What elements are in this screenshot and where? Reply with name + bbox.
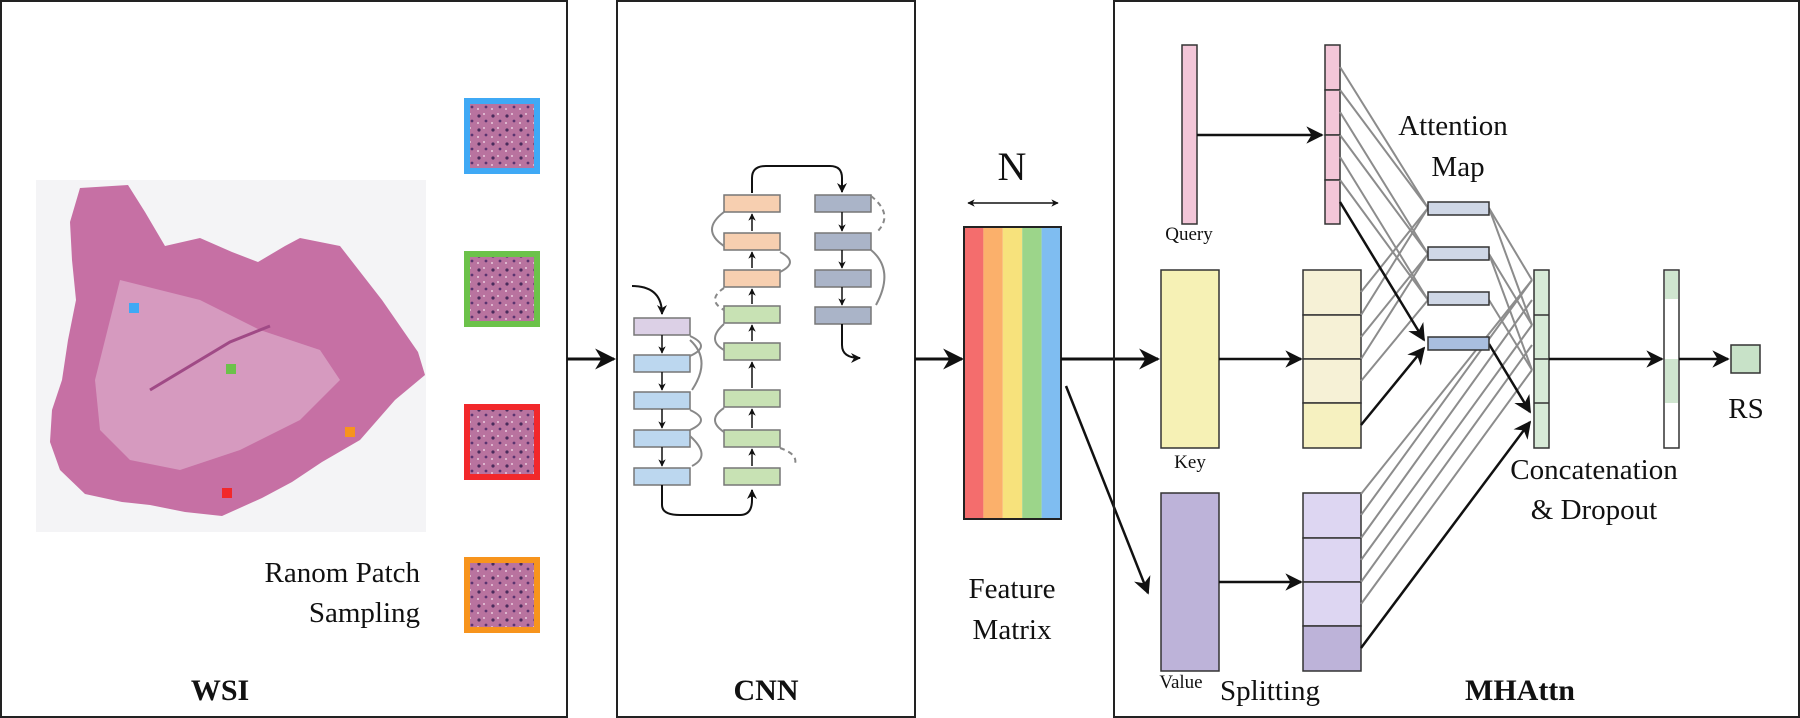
cnn-block xyxy=(814,194,872,213)
query-label: Query xyxy=(1165,224,1213,245)
sample-marker-blue xyxy=(129,303,139,313)
cnn-block xyxy=(814,269,872,288)
sample-marker-orange xyxy=(345,427,355,437)
wsi-title: WSI xyxy=(191,674,249,707)
cnn-block xyxy=(723,232,781,251)
feature-dimension-label: N xyxy=(998,144,1027,189)
concat-label-line1: Concatenation xyxy=(1510,454,1678,486)
feature-label-line1: Feature xyxy=(969,573,1056,605)
cnn-panel: CNN xyxy=(616,0,916,718)
sampling-label-line1: Ranom Patch xyxy=(265,557,421,589)
rs-output xyxy=(1730,344,1761,374)
cnn-block xyxy=(633,317,691,336)
sample-marker-green xyxy=(226,364,236,374)
splitting-label: Splitting xyxy=(1220,675,1320,707)
cnn-block xyxy=(814,306,872,325)
cnn-block xyxy=(633,429,691,448)
feature-stripe xyxy=(1041,227,1061,519)
query-vector xyxy=(1181,44,1198,225)
feature-stripe xyxy=(1022,227,1042,519)
patch-green xyxy=(464,251,540,327)
concat-label-line2: & Dropout xyxy=(1531,494,1657,526)
feature-stripe xyxy=(983,227,1003,519)
cnn-title: CNN xyxy=(734,674,799,707)
patch-blue xyxy=(464,98,540,174)
dropout-vector xyxy=(1663,269,1680,449)
value-label: Value xyxy=(1159,672,1202,693)
key-heads xyxy=(1302,269,1362,449)
mhattn-panel: Query Key Value Splitting A xyxy=(1113,0,1800,718)
key-label: Key xyxy=(1174,452,1206,473)
cnn-block xyxy=(723,342,781,361)
cnn-block xyxy=(723,269,781,288)
arrow-feature-to-value xyxy=(1064,385,1151,595)
attention-map-label-line1: Attention xyxy=(1398,110,1508,142)
cnn-block xyxy=(723,429,781,448)
cnn-block xyxy=(633,391,691,410)
cnn-block xyxy=(814,232,872,251)
patch-thumbnails xyxy=(464,98,540,633)
feature-stripe xyxy=(1002,227,1023,519)
cnn-block xyxy=(723,389,781,408)
sample-marker-red xyxy=(222,488,232,498)
sampling-label-line2: Sampling xyxy=(309,597,420,629)
feature-stripe xyxy=(964,227,984,519)
patch-orange xyxy=(464,557,540,633)
attention-map-label-line2: Map xyxy=(1431,151,1484,183)
cnn-block xyxy=(723,305,781,324)
cnn-block xyxy=(723,194,781,213)
attention-maps xyxy=(1427,201,1490,351)
cnn-block xyxy=(633,467,691,486)
value-matrix xyxy=(1160,492,1220,672)
key-matrix xyxy=(1160,269,1220,449)
mhattn-title: MHAttn xyxy=(1465,674,1575,707)
cnn-block xyxy=(723,467,781,486)
rs-label: RS xyxy=(1728,393,1763,425)
concat-vector xyxy=(1533,269,1550,449)
value-heads xyxy=(1302,492,1362,672)
query-heads xyxy=(1324,44,1341,225)
cnn-block xyxy=(633,354,691,373)
feature-label-line2: Matrix xyxy=(973,614,1052,646)
wsi-panel: Ranom Patch Sampling WSI xyxy=(0,0,568,718)
feature-matrix: N Feature Matrix xyxy=(963,144,1062,646)
patch-red xyxy=(464,404,540,480)
